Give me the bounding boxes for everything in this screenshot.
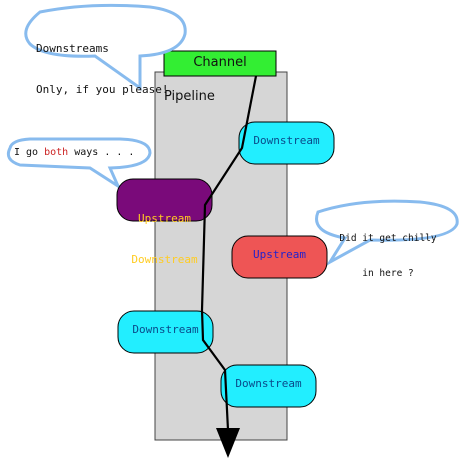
- handler-both-line-2: Downstream: [131, 252, 198, 266]
- bubble-top-line-2: Only, if you please!: [36, 82, 169, 96]
- bubble-top-line-1: Downstreams: [36, 41, 109, 55]
- handler-both-line-1: Upstream: [138, 211, 191, 225]
- handler-both-label: Upstream Downstream: [117, 184, 212, 294]
- handler-downstream-1: [238, 121, 335, 165]
- bubble-left-prefix: I go: [14, 147, 45, 158]
- channel-label: Channel: [193, 55, 247, 70]
- handler-upstream-downstream: [116, 178, 213, 222]
- handler-upstream: [231, 235, 328, 279]
- channel-box: [163, 50, 277, 77]
- pipeline-label: Pipeline: [164, 89, 215, 104]
- bubble-right-text: Did it get chilly in here ?: [338, 209, 438, 304]
- speech-bubble-left: [6, 137, 152, 190]
- bubble-top-text: Downstreams Only, if you please!: [36, 14, 168, 124]
- flow-arrowhead: [216, 428, 240, 458]
- bubble-left-text: I go both ways . . .: [14, 147, 134, 160]
- bubble-left-emphasis: both: [44, 147, 69, 158]
- handler-downstream-3: [220, 364, 317, 408]
- handler-downstream-2-label: Downstream: [132, 323, 199, 336]
- speech-bubble-right: [315, 199, 459, 267]
- bubble-left-suffix: ways . . .: [68, 147, 135, 158]
- event-flow-line: [200, 75, 258, 431]
- bubble-right-line-1: Did it get chilly: [339, 232, 437, 244]
- speech-bubble-top: [24, 3, 187, 91]
- handler-downstream-2: [117, 310, 214, 354]
- bubble-right-line-2: in here ?: [362, 268, 414, 280]
- handler-downstream-1-label: Downstream: [253, 134, 320, 147]
- handler-upstream-label: Upstream: [253, 248, 306, 261]
- handler-downstream-3-label: Downstream: [235, 377, 302, 390]
